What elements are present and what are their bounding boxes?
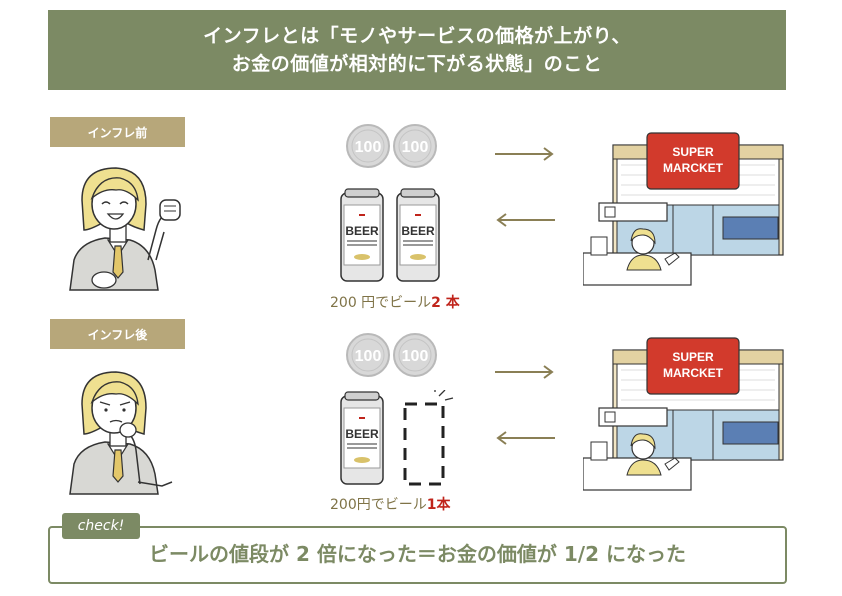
flow-arrows-before xyxy=(495,147,555,227)
before-caption: 200 円でビール2 本 xyxy=(330,292,460,312)
before-tag: インフレ前 xyxy=(50,117,185,147)
worried-person-illustration xyxy=(69,371,173,495)
after-caption: 200円でビール1本 xyxy=(330,494,450,514)
coin-value: 100 xyxy=(355,139,382,156)
arrow-left-icon xyxy=(496,213,555,227)
beer-cans-before: BEER BEER xyxy=(340,188,440,282)
beer-label: BEER xyxy=(345,224,379,238)
store-sign-line-2: MARCKET xyxy=(663,161,724,175)
beer-can-icon xyxy=(340,391,384,485)
coin-value: 100 xyxy=(402,348,429,365)
coin-icon xyxy=(346,124,390,168)
beer-label: BEER xyxy=(401,224,435,238)
title-banner: インフレとは「モノやサービスの価格が上がり、 お金の価値が相対的に下がる状態」の… xyxy=(48,10,786,90)
beer-can-icon xyxy=(396,188,440,282)
coin-value: 100 xyxy=(355,348,382,365)
before-caption-count: 2 本 xyxy=(431,295,460,311)
happy-person-illustration xyxy=(69,167,181,291)
coin-icon xyxy=(346,333,390,377)
sparkle-icon xyxy=(434,390,454,401)
arrow-left-icon xyxy=(496,431,555,445)
check-box xyxy=(48,526,787,584)
beer-cans-after: BEER xyxy=(340,390,454,486)
store-sign-line-2: MARCKET xyxy=(663,366,724,380)
coin-value: 100 xyxy=(402,139,429,156)
check-summary: ビールの値段が 2 倍になった＝お金の価値が 1/2 になった xyxy=(149,542,686,566)
after-caption-count: 1本 xyxy=(426,497,451,513)
store-sign-line-1: SUPER xyxy=(672,145,714,159)
title-line-2: お金の価値が相対的に下がる状態」のこと xyxy=(231,53,603,75)
coin-icon xyxy=(393,124,437,168)
after-caption-text: 200円でビール xyxy=(330,497,427,513)
supermarket-illustration-after: SUPER MARCKET xyxy=(583,337,784,491)
coins-before: 100 100 xyxy=(346,124,437,168)
beer-label: BEER xyxy=(345,427,379,441)
store-sign-line-1: SUPER xyxy=(672,350,714,364)
after-tag: インフレ後 xyxy=(50,319,185,349)
check-tag: check! xyxy=(62,513,140,539)
arrow-right-icon xyxy=(495,365,554,379)
coins-after: 100 100 xyxy=(346,333,437,377)
title-line-1: インフレとは「モノやサービスの価格が上がり、 xyxy=(203,25,631,47)
before-caption-text: 200 円でビール xyxy=(330,295,432,311)
flow-arrows-after xyxy=(495,365,555,445)
beer-can-icon xyxy=(340,188,384,282)
coin-icon xyxy=(393,333,437,377)
missing-beer-outline xyxy=(403,402,445,486)
arrow-right-icon xyxy=(495,147,554,161)
supermarket-illustration-before: SUPER MARCKET xyxy=(583,132,784,286)
